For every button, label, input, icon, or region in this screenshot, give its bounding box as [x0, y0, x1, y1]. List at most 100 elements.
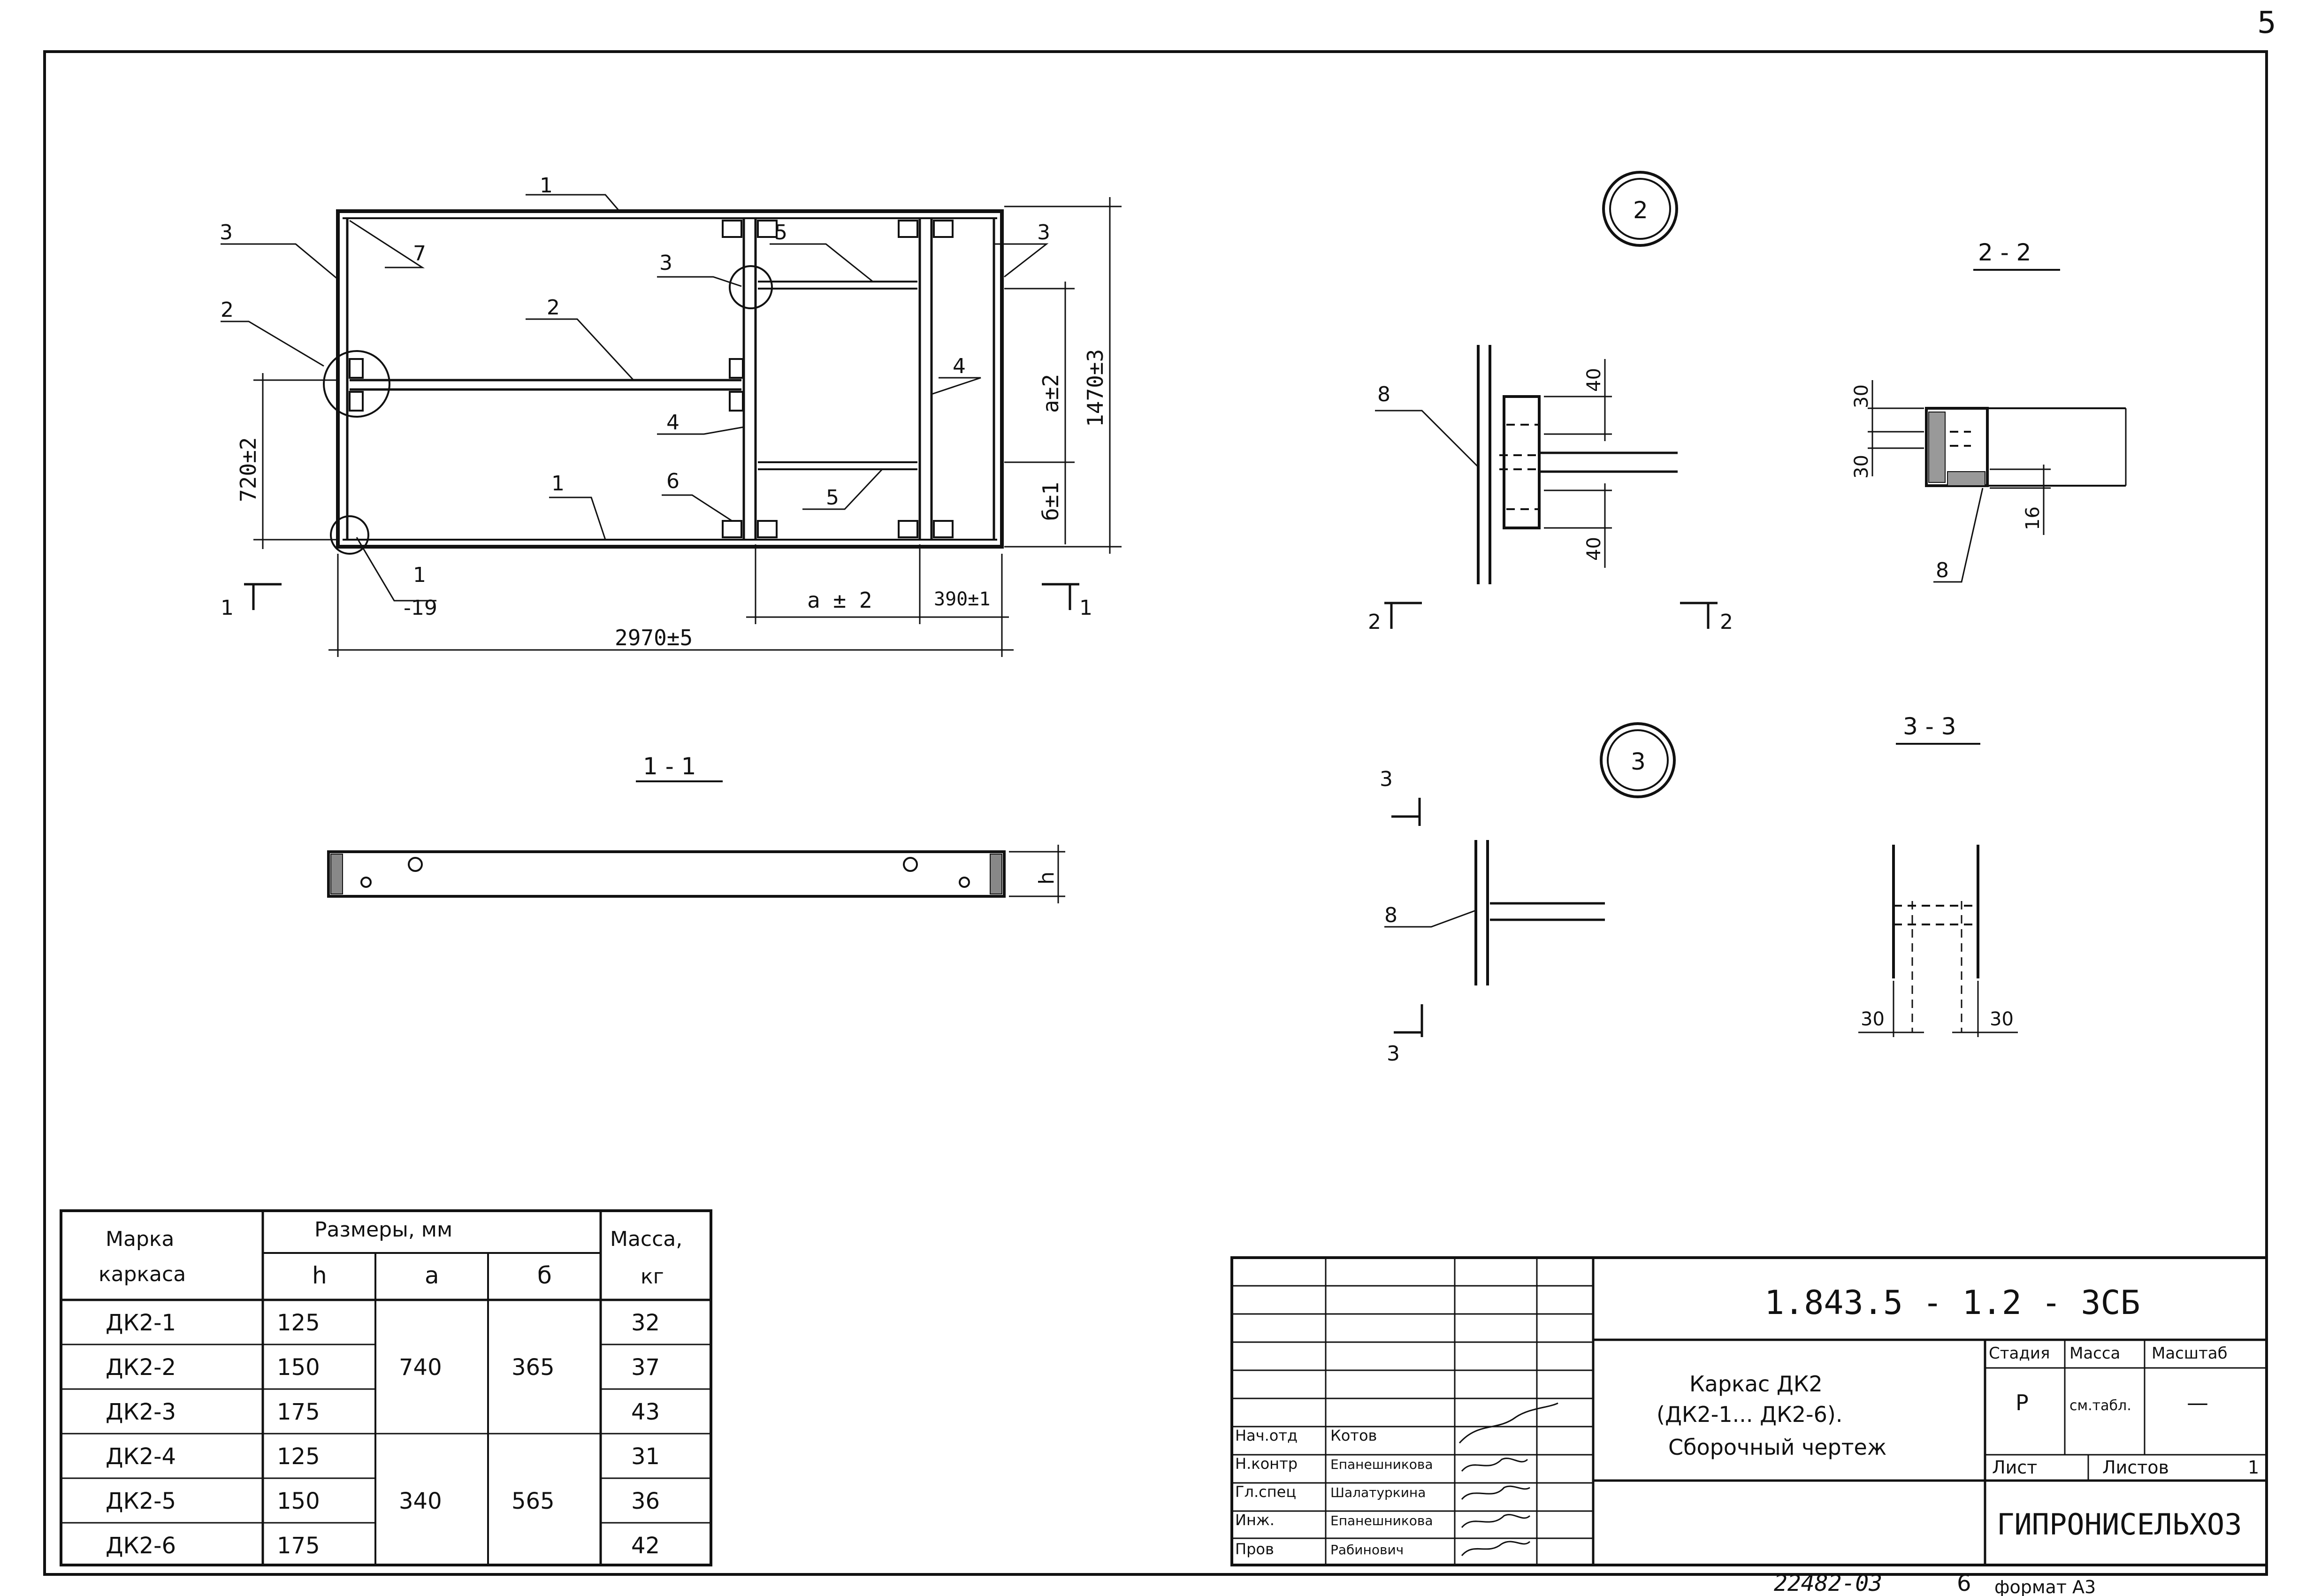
- spec-row-5-mark: ДК2-5: [106, 1488, 176, 1514]
- node-3-number: 3: [1631, 748, 1646, 775]
- spec-header-mark2: каркаса: [99, 1262, 186, 1286]
- section-2-2-title: 2 - 2: [1978, 239, 2031, 266]
- dim-b-right: б±1: [1038, 482, 1063, 521]
- spec-group-2-a: 340: [399, 1488, 442, 1514]
- node-2-marker: [323, 350, 390, 418]
- spec-row-2-mark: ДК2-2: [106, 1354, 176, 1381]
- plan-label-1-corner: 1: [413, 563, 426, 587]
- plan-label-6: 6: [666, 469, 680, 493]
- node-1-marker: [330, 515, 369, 555]
- doc-code: 1.843.5 - 1.2 - 3СБ: [1764, 1283, 2140, 1322]
- spec-header-mark: Марка: [106, 1227, 174, 1251]
- sign-role-3: Гл.спец: [1235, 1483, 1296, 1501]
- node-2-dim-40-top: 40: [1583, 368, 1605, 392]
- signature-3: [1461, 1485, 1530, 1500]
- title-block: 1.843.5 - 1.2 - 3СБ Каркас ДК2 (ДК2-1...…: [1230, 1256, 2268, 1566]
- plan-label-4-right: 4: [953, 354, 966, 378]
- section-1-1-h: h: [1035, 871, 1059, 885]
- spec-row-2-h: 150: [277, 1354, 320, 1381]
- spec-header-a: a: [425, 1262, 439, 1289]
- plan-label-3-mid: 3: [659, 251, 672, 275]
- spec-group-2-b: 565: [512, 1488, 555, 1514]
- node-2-label-8: 8: [1377, 382, 1390, 406]
- plan-label-2-left: 2: [221, 298, 234, 322]
- section-1-1-title: 1 - 1: [643, 753, 696, 780]
- node-3-detail: 3 8 3 3: [1380, 722, 1676, 1066]
- plan-view: 1 3 7 3 5 3 2 2 4 4 1 6 5 1 -19 2970±5 a…: [220, 174, 1122, 657]
- spec-row-3-mass: 43: [631, 1399, 660, 1425]
- sign-role-1: Нач.отд: [1235, 1427, 1298, 1444]
- section-3-3-title: 3 - 3: [1903, 713, 1956, 740]
- node-2-dim-40-bottom: 40: [1583, 537, 1605, 561]
- signature-5: [1461, 1541, 1531, 1556]
- dim-a-bottom: a ± 2: [807, 588, 872, 613]
- sheet-frame: [43, 50, 2268, 1576]
- section-3-3-dim-30-right: 30: [1990, 1008, 2014, 1030]
- spec-header-b: б: [537, 1262, 552, 1289]
- spec-table: Марка каркаса Размеры, мм Масса, кг h a …: [60, 1209, 712, 1566]
- section-mark-1-right: 1: [1079, 596, 1092, 620]
- spec-header-h: h: [312, 1262, 327, 1289]
- spec-row-4-mass: 31: [631, 1443, 660, 1470]
- mass-header: Масса: [2069, 1344, 2120, 1363]
- sheet-corner-number: 5: [2257, 6, 2276, 40]
- section-3-3-dim-30-left: 30: [1861, 1008, 1885, 1030]
- plan-label-5-top: 5: [774, 221, 787, 244]
- plan-label-19: -19: [404, 596, 437, 620]
- section-mark-1-left: 1: [221, 596, 234, 620]
- section-2-2-dim-16: 16: [2022, 506, 2044, 530]
- sign-name-4: Епанешникова: [1330, 1513, 1433, 1528]
- spec-row-1-h: 125: [277, 1310, 320, 1336]
- plan-label-5-bottom: 5: [826, 486, 839, 510]
- title-line-1: Каркас ДК2: [1689, 1371, 1823, 1397]
- signature-1: [1458, 1402, 1558, 1443]
- node-2-number: 2: [1633, 197, 1648, 224]
- spec-header-mass-unit: кг: [641, 1265, 664, 1289]
- sign-name-3: Шалатуркина: [1330, 1485, 1426, 1500]
- node-2-sec-left: 2: [1368, 610, 1381, 634]
- plan-label-1-bottom: 1: [551, 472, 565, 496]
- format-label: формат А3: [1994, 1577, 2096, 1596]
- dim-1470: 1470±3: [1083, 349, 1108, 427]
- bottom-code: 22482-03: [1774, 1570, 1882, 1596]
- dim-a-right: a±2: [1038, 374, 1063, 413]
- spec-row-5-h: 150: [277, 1488, 320, 1514]
- section-2-2: 2 - 2 30 30 16 8: [1851, 239, 2127, 583]
- mass-value: см.табл.: [2069, 1397, 2131, 1414]
- plan-label-7: 7: [413, 242, 426, 266]
- sheets-header: Листов: [2102, 1457, 2169, 1478]
- scale-header: Масштаб: [2152, 1344, 2228, 1363]
- spec-row-1-mark: ДК2-1: [106, 1310, 176, 1336]
- stage-header: Стадия: [1989, 1344, 2050, 1363]
- title-line-3: Сборочный чертеж: [1668, 1435, 1886, 1460]
- spec-header-mass: Масса,: [610, 1227, 682, 1251]
- dim-2970: 2970±5: [615, 625, 693, 650]
- sheets-count: 1: [2248, 1457, 2259, 1478]
- spec-row-5-mass: 36: [631, 1488, 660, 1514]
- node-3-marker: [729, 265, 773, 309]
- sign-name-1: Котов: [1330, 1427, 1377, 1444]
- section-2-2-label-8: 8: [1936, 558, 1949, 582]
- organization: ГИПРОНИСЕЛЬХОЗ: [1997, 1507, 2242, 1542]
- spec-row-2-mass: 37: [631, 1354, 660, 1381]
- spec-row-3-mark: ДК2-3: [106, 1399, 176, 1425]
- plan-frame-outline: [336, 209, 1004, 549]
- sign-name-2: Епанешникова: [1330, 1457, 1433, 1472]
- sign-role-4: Инж.: [1235, 1511, 1275, 1529]
- spec-group-1-a: 740: [399, 1354, 442, 1381]
- section-2-2-dim-30-top: 30: [1851, 384, 1872, 408]
- scale-value: —: [2187, 1390, 2208, 1415]
- plan-label-4-mid: 4: [666, 411, 680, 435]
- node-2-detail: 2 40 40 8 2 2: [1368, 171, 1733, 634]
- spec-row-6-mass: 42: [631, 1533, 660, 1559]
- signature-2: [1461, 1458, 1528, 1472]
- dim-390: 390±1: [934, 588, 990, 610]
- sign-role-5: Пров: [1235, 1540, 1274, 1558]
- section-3-3: 3 - 3 30 30: [1858, 713, 2018, 1037]
- node-3-sec-top: 3: [1380, 767, 1393, 791]
- spec-row-6-h: 175: [277, 1533, 320, 1559]
- signature-4: [1461, 1514, 1531, 1528]
- title-line-2: (ДК2-1... ДК2-6).: [1657, 1402, 1842, 1427]
- spec-group-1-b: 365: [512, 1354, 555, 1381]
